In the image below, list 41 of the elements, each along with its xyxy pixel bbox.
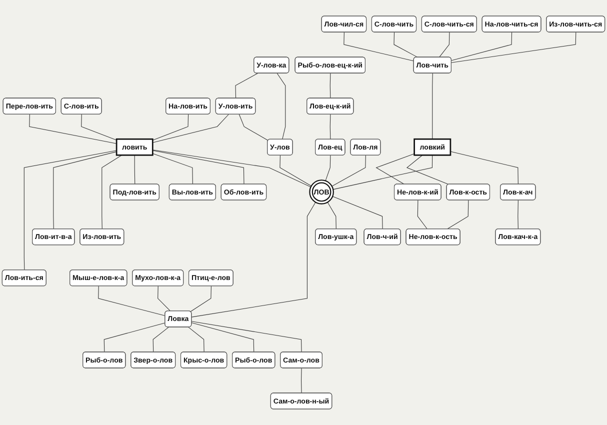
connector [53,151,117,230]
connector [24,150,117,270]
connector [152,150,244,185]
connector [450,151,518,185]
connector [152,114,229,143]
connector [344,32,414,62]
connector [191,321,302,352]
connector [438,32,450,58]
connector [98,286,166,316]
connector [235,73,258,99]
connector [330,114,331,140]
connector [417,200,428,230]
connector [158,286,171,312]
connector [104,322,166,352]
connector [152,326,169,352]
connector [327,202,336,230]
connector [300,368,302,394]
connector [29,114,117,144]
connector [330,73,331,99]
connector [152,150,312,188]
connector [325,155,331,182]
connector [238,114,268,141]
connector [432,73,433,140]
connector [280,155,312,186]
connector [152,153,193,185]
connector [276,73,286,140]
connector [332,155,366,186]
connector [188,326,204,352]
connector [406,154,449,185]
connector [102,154,122,230]
connector [191,202,316,318]
connector [451,32,512,61]
connector [332,154,433,190]
connector [152,114,189,140]
connector [81,114,117,140]
connector [394,32,418,58]
connector [451,32,576,63]
connector [191,322,254,352]
connector [134,154,136,185]
connector [190,286,212,312]
connector [332,196,383,230]
